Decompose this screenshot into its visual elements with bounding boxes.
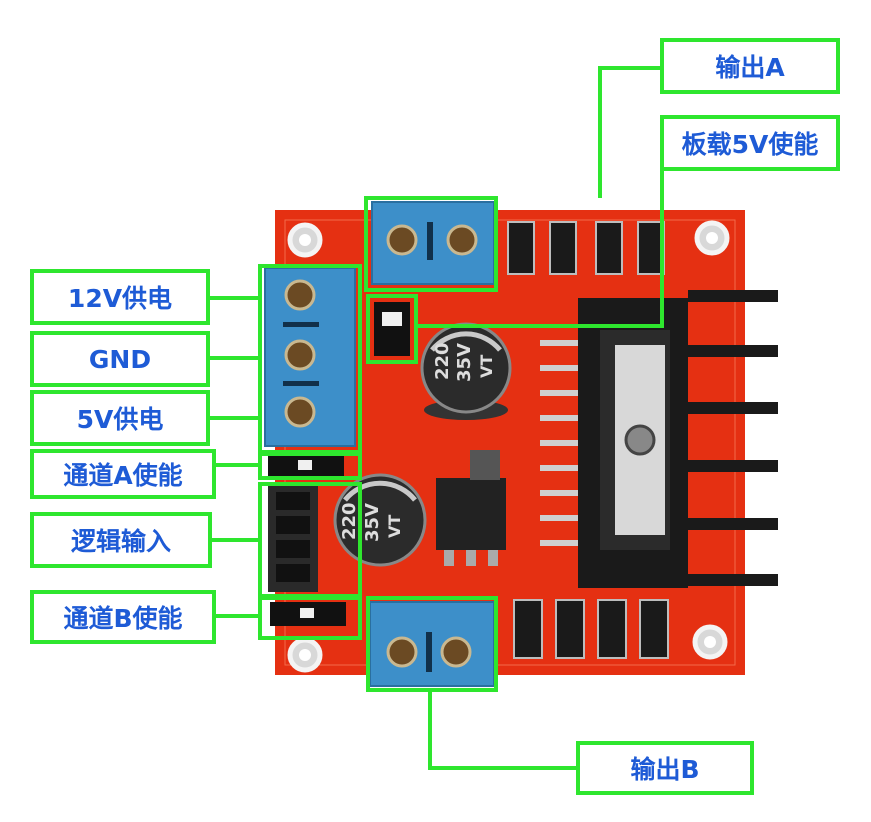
capacitor-marking-1: 220 xyxy=(339,502,360,540)
label-gnd-text: GND xyxy=(88,344,152,374)
jumper-channel-b xyxy=(270,602,346,626)
label-logic-input-text: 逻辑输入 xyxy=(70,527,171,556)
output-a-terminal xyxy=(371,201,495,285)
label-channel-b-enable: 通道B使能 xyxy=(30,590,216,644)
capacitor-marking-2: 35V xyxy=(362,503,383,542)
diode-icon xyxy=(507,221,665,275)
label-onboard-5v-enable: 板载5V使能 xyxy=(660,115,840,171)
label-channel-a-enable-text: 通道A使能 xyxy=(63,461,183,490)
diode-icon xyxy=(513,599,669,659)
capacitor-icon: 220 35V VT xyxy=(420,322,512,420)
heatsink xyxy=(578,290,778,588)
label-channel-a-enable: 通道A使能 xyxy=(30,449,216,499)
capacitor-marking-2: 35V xyxy=(454,343,475,382)
mounting-hole-icon xyxy=(692,624,728,660)
logic-input-header xyxy=(268,486,318,592)
label-output-a: 输出A xyxy=(660,38,840,94)
power-terminal xyxy=(264,267,356,447)
mounting-hole-icon xyxy=(287,637,323,673)
label-channel-b-enable-text: 通道B使能 xyxy=(63,604,183,633)
jumper-channel-a xyxy=(268,454,344,476)
label-power-5v-text: 5V供电 xyxy=(76,405,164,434)
label-output-a-text: 输出A xyxy=(715,53,785,82)
capacitor-icon: 220 35V VT xyxy=(333,473,427,567)
l298-pins xyxy=(540,340,600,546)
label-output-b: 输出B xyxy=(576,741,754,795)
mounting-hole-icon xyxy=(287,222,323,258)
label-output-b-text: 输出B xyxy=(630,755,700,784)
capacitor-marking-1: 220 xyxy=(432,342,453,380)
label-power-12v: 12V供电 xyxy=(30,269,210,325)
output-b-terminal xyxy=(369,601,495,687)
label-logic-input: 逻辑输入 xyxy=(30,512,212,568)
regulator-chip xyxy=(436,450,506,566)
label-onboard-5v-enable-text: 板载5V使能 xyxy=(681,130,819,159)
capacitor-marking-3: VT xyxy=(385,515,404,538)
mounting-hole-icon xyxy=(694,220,730,256)
label-power-5v: 5V供电 xyxy=(30,390,210,446)
capacitor-marking-3: VT xyxy=(477,355,496,378)
jumper-5v-enable xyxy=(374,302,410,356)
connector-lines xyxy=(208,66,664,770)
label-power-12v-text: 12V供电 xyxy=(67,284,173,313)
label-gnd: GND xyxy=(30,331,210,387)
